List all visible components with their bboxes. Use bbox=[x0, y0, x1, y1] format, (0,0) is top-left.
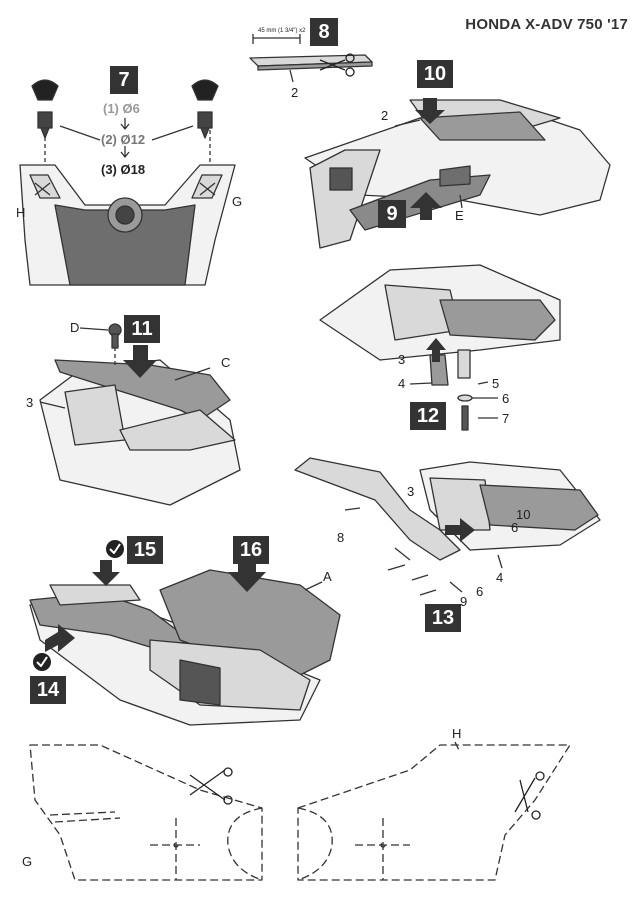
step-badge-10: 10 bbox=[417, 60, 453, 88]
step12-bracket-drawing bbox=[319, 264, 561, 419]
arrow-down-icon bbox=[415, 98, 445, 124]
step14-16-cover-drawing bbox=[29, 569, 341, 726]
arrow-up-icon bbox=[410, 192, 442, 220]
step-badge-8: 8 bbox=[310, 18, 338, 46]
step-badge-13: 13 bbox=[425, 604, 461, 632]
label-4-step13: 4 bbox=[496, 570, 504, 585]
label-8: 8 bbox=[337, 530, 345, 545]
label-D: D bbox=[70, 320, 80, 335]
step-badge-15: 15 bbox=[127, 536, 163, 564]
label-G-template: G bbox=[22, 854, 33, 869]
strip-dimension: 45 mm (1 3/4") x2 bbox=[258, 28, 306, 34]
arrow-down-icon bbox=[120, 118, 130, 158]
arrow-down-icon bbox=[92, 558, 266, 592]
washer-and-bolt bbox=[457, 394, 473, 431]
arrow-down-icon bbox=[123, 345, 157, 378]
step-badge-16: 16 bbox=[233, 536, 269, 564]
label-6-step13b: 6 bbox=[476, 584, 484, 599]
scissors-icon bbox=[189, 767, 545, 820]
label-5: 5 bbox=[492, 376, 500, 391]
label-H: H bbox=[16, 205, 26, 220]
step-badge-14: 14 bbox=[30, 676, 66, 704]
step8-strip-drawing bbox=[249, 34, 373, 83]
checkmark-icon bbox=[36, 543, 121, 667]
label-7: 7 bbox=[502, 411, 510, 426]
page-title: HONDA X-ADV 750 '17 bbox=[465, 16, 628, 33]
label-2-step10: 2 bbox=[381, 108, 389, 123]
label-A: A bbox=[323, 569, 332, 584]
step-badge-12: 12 bbox=[410, 402, 446, 430]
arrow-right-icon bbox=[45, 624, 75, 652]
step7-template-drawing bbox=[19, 125, 236, 286]
label-10: 10 bbox=[516, 507, 531, 522]
label-G: G bbox=[232, 194, 243, 209]
label-6-step12: 6 bbox=[502, 391, 510, 406]
label-3-step13: 3 bbox=[407, 484, 415, 499]
hole-size-2: (2) Ø12 bbox=[101, 132, 146, 147]
label-6-step13a: 6 bbox=[511, 520, 519, 535]
step9-10-motorcycle-drawing bbox=[304, 99, 611, 249]
scissors-icon bbox=[319, 53, 355, 77]
arrow-up-icon bbox=[426, 338, 446, 362]
hole-size-1: (1) Ø6 bbox=[103, 101, 140, 116]
label-H-template: H bbox=[452, 726, 462, 741]
cut-template-right bbox=[297, 741, 571, 881]
step-badge-7: 7 bbox=[110, 66, 138, 94]
step-badge-9: 9 bbox=[378, 200, 406, 228]
screw-icon bbox=[108, 323, 122, 349]
cut-template-left bbox=[29, 744, 263, 881]
label-9: 9 bbox=[460, 594, 468, 609]
label-3-step11: 3 bbox=[26, 395, 34, 410]
step-badge-11: 11 bbox=[124, 315, 160, 343]
hole-size-3: (3) Ø18 bbox=[101, 162, 146, 177]
drill-icon bbox=[31, 79, 219, 139]
step11-rack-drawing bbox=[39, 327, 241, 506]
label-C: C bbox=[221, 355, 231, 370]
label-E: E bbox=[455, 208, 464, 223]
label-2-step8: 2 bbox=[291, 85, 299, 100]
arrow-right-icon bbox=[445, 518, 475, 542]
label-4-step12: 4 bbox=[398, 376, 406, 391]
label-3-step12: 3 bbox=[398, 352, 406, 367]
